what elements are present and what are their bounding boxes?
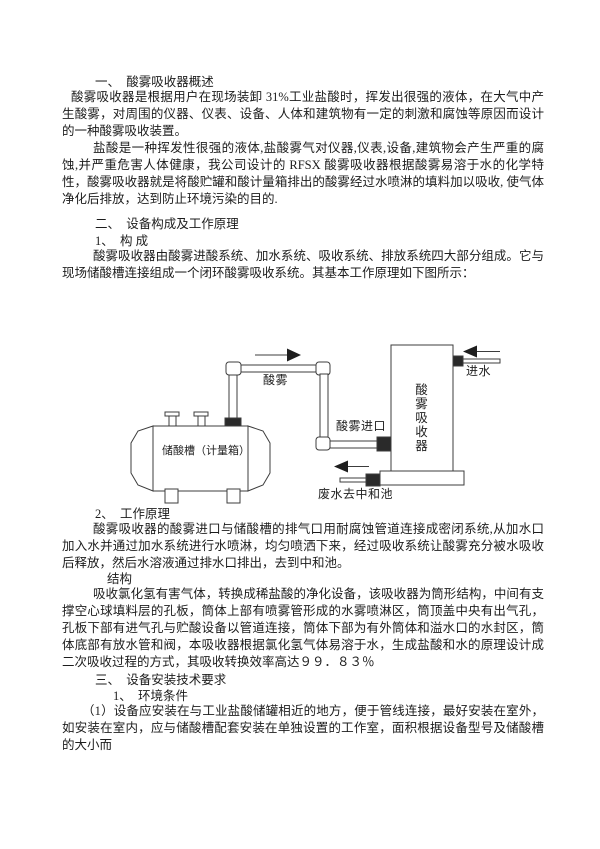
section-2-1-heading: 1、 构 成 bbox=[95, 234, 149, 248]
absorber-base bbox=[379, 470, 465, 486]
document-content: 一、 酸雾吸收器概述 酸雾吸收器是根据用户在现场装卸 31%工业盐酸时，挥发出很… bbox=[62, 0, 544, 754]
waste-drain-valve bbox=[365, 473, 381, 487]
section-3-heading: 三、 设备安装技术要求 bbox=[95, 673, 227, 687]
paragraph-working-principle: 酸雾吸收器的酸雾进口与储酸槽的排气口用耐腐蚀管道连接成密闭系统,从加水口加入水并… bbox=[62, 522, 544, 570]
acid-mist-label: 酸雾 bbox=[263, 373, 289, 387]
section-2-2-heading: 2、 工作原理 bbox=[95, 507, 171, 521]
flow-arrows bbox=[255, 345, 500, 473]
acid-mist-pipe bbox=[224, 361, 392, 452]
storage-tank-shape bbox=[130, 411, 271, 504]
section-2-heading: 二、 设备构成及工作原理 bbox=[95, 217, 239, 231]
section-1-heading: 一、 酸雾吸收器概述 bbox=[95, 75, 214, 89]
absorber-inlet-fitting bbox=[376, 436, 392, 452]
tank-leg-right bbox=[226, 488, 241, 504]
absorber-label: 酸雾吸收器 bbox=[413, 383, 427, 453]
process-diagram: 酸雾 酸雾进口 进水 酸雾吸收器 储酸槽（计量箱） 废水去中和池 bbox=[0, 322, 600, 522]
section-3-1-heading: 1、 环境条件 bbox=[113, 689, 189, 703]
paragraph-overview: 酸雾吸收器是根据用户在现场装卸 31%工业盐酸时，挥发出很强的液体，在大气中产生… bbox=[62, 90, 544, 138]
tank-leg-left bbox=[164, 488, 179, 504]
water-inlet-pipe bbox=[452, 355, 501, 367]
tank-nozzle-2 bbox=[197, 415, 206, 427]
structure-subheading: 结构 bbox=[107, 572, 133, 586]
absorber-column-shape bbox=[379, 344, 465, 486]
waste-label: 废水去中和池 bbox=[318, 487, 394, 501]
waste-outlet-pipe bbox=[339, 473, 381, 487]
water-inlet-fitting bbox=[452, 355, 464, 367]
paragraph-hcl-properties: 盐酸是一种挥发性很强的液体,盐酸雾气对仪器,仪表,设备,建筑物会产生严重的腐蚀,… bbox=[62, 141, 544, 206]
tank-label: 储酸槽（计量箱） bbox=[162, 445, 250, 457]
paragraph-composition: 酸雾吸收器由酸雾进酸系统、加水系统、吸收系统、排放系统四大部分组成。它与现场储酸… bbox=[62, 249, 544, 280]
water-in-label: 进水 bbox=[466, 364, 492, 378]
paragraph-structure: 吸收氯化氢有害气体，转换成稀盐酸的净化设备，该吸收器为筒形结构，中间有支撑空心球… bbox=[62, 587, 544, 669]
paragraph-installation: （1）设备应安装在与工业盐酸储罐相近的地方，便于管线连接，最好安装在室外，如安装… bbox=[62, 704, 544, 752]
acid-mist-inlet-label: 酸雾进口 bbox=[336, 419, 387, 433]
tank-outlet-flange bbox=[224, 417, 242, 427]
process-diagram-drawing bbox=[130, 344, 501, 504]
tank-nozzle-1 bbox=[168, 415, 177, 427]
